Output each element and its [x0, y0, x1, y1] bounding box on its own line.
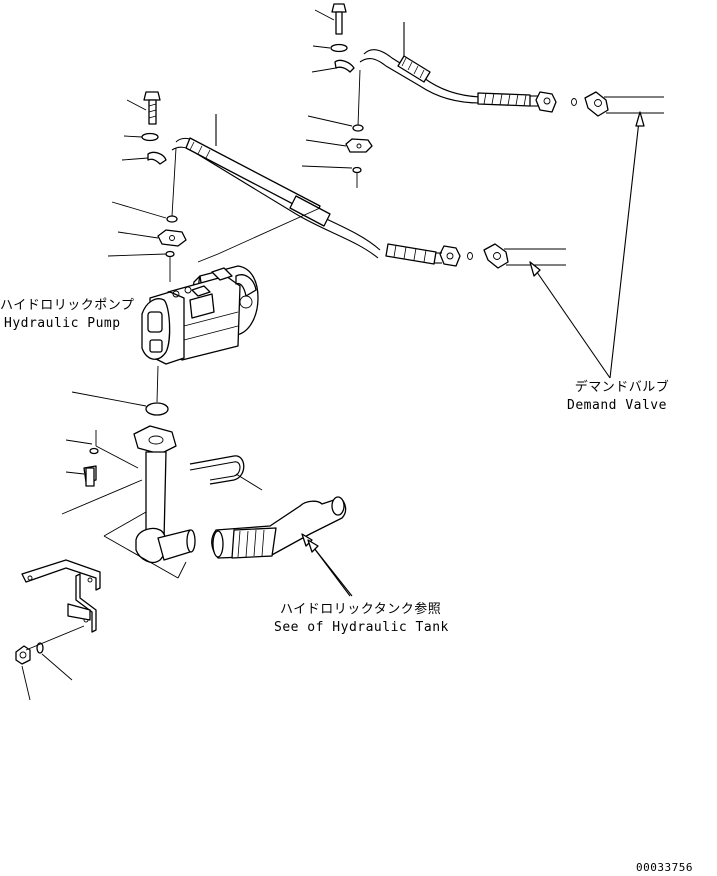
tank-reference-label-jp: ハイドロリックタンク参照: [280, 602, 442, 617]
tank-leader: [313, 547, 353, 597]
demand-valve-leader-1: [609, 111, 641, 379]
hydraulic-pump: [141, 265, 259, 365]
hydraulic-pump-label-en: Hydraulic Pump: [4, 316, 121, 331]
arrow-head-icon: [529, 261, 541, 277]
bracket-assembly: [15, 559, 101, 701]
arrow-head-icon: [307, 539, 319, 553]
lower-delivery-tube: [107, 91, 566, 282]
demand-valve-label-en: Demand Valve: [567, 398, 667, 413]
tank-reference-label-en: See of Hydraulic Tank: [274, 620, 449, 635]
arrow-head-icon: [635, 111, 645, 127]
demand-valve-label-jp: デマンドバルブ: [574, 380, 670, 395]
hydraulic-pump-label-jp: ハイドロリックポンプ: [0, 298, 135, 313]
suction-pipe-assembly: [61, 365, 263, 579]
upper-delivery-tube: [301, 3, 664, 188]
demand-valve-leader-2: [529, 261, 611, 379]
suction-hose: [211, 496, 351, 597]
drawing-number: 00033756: [636, 861, 693, 874]
